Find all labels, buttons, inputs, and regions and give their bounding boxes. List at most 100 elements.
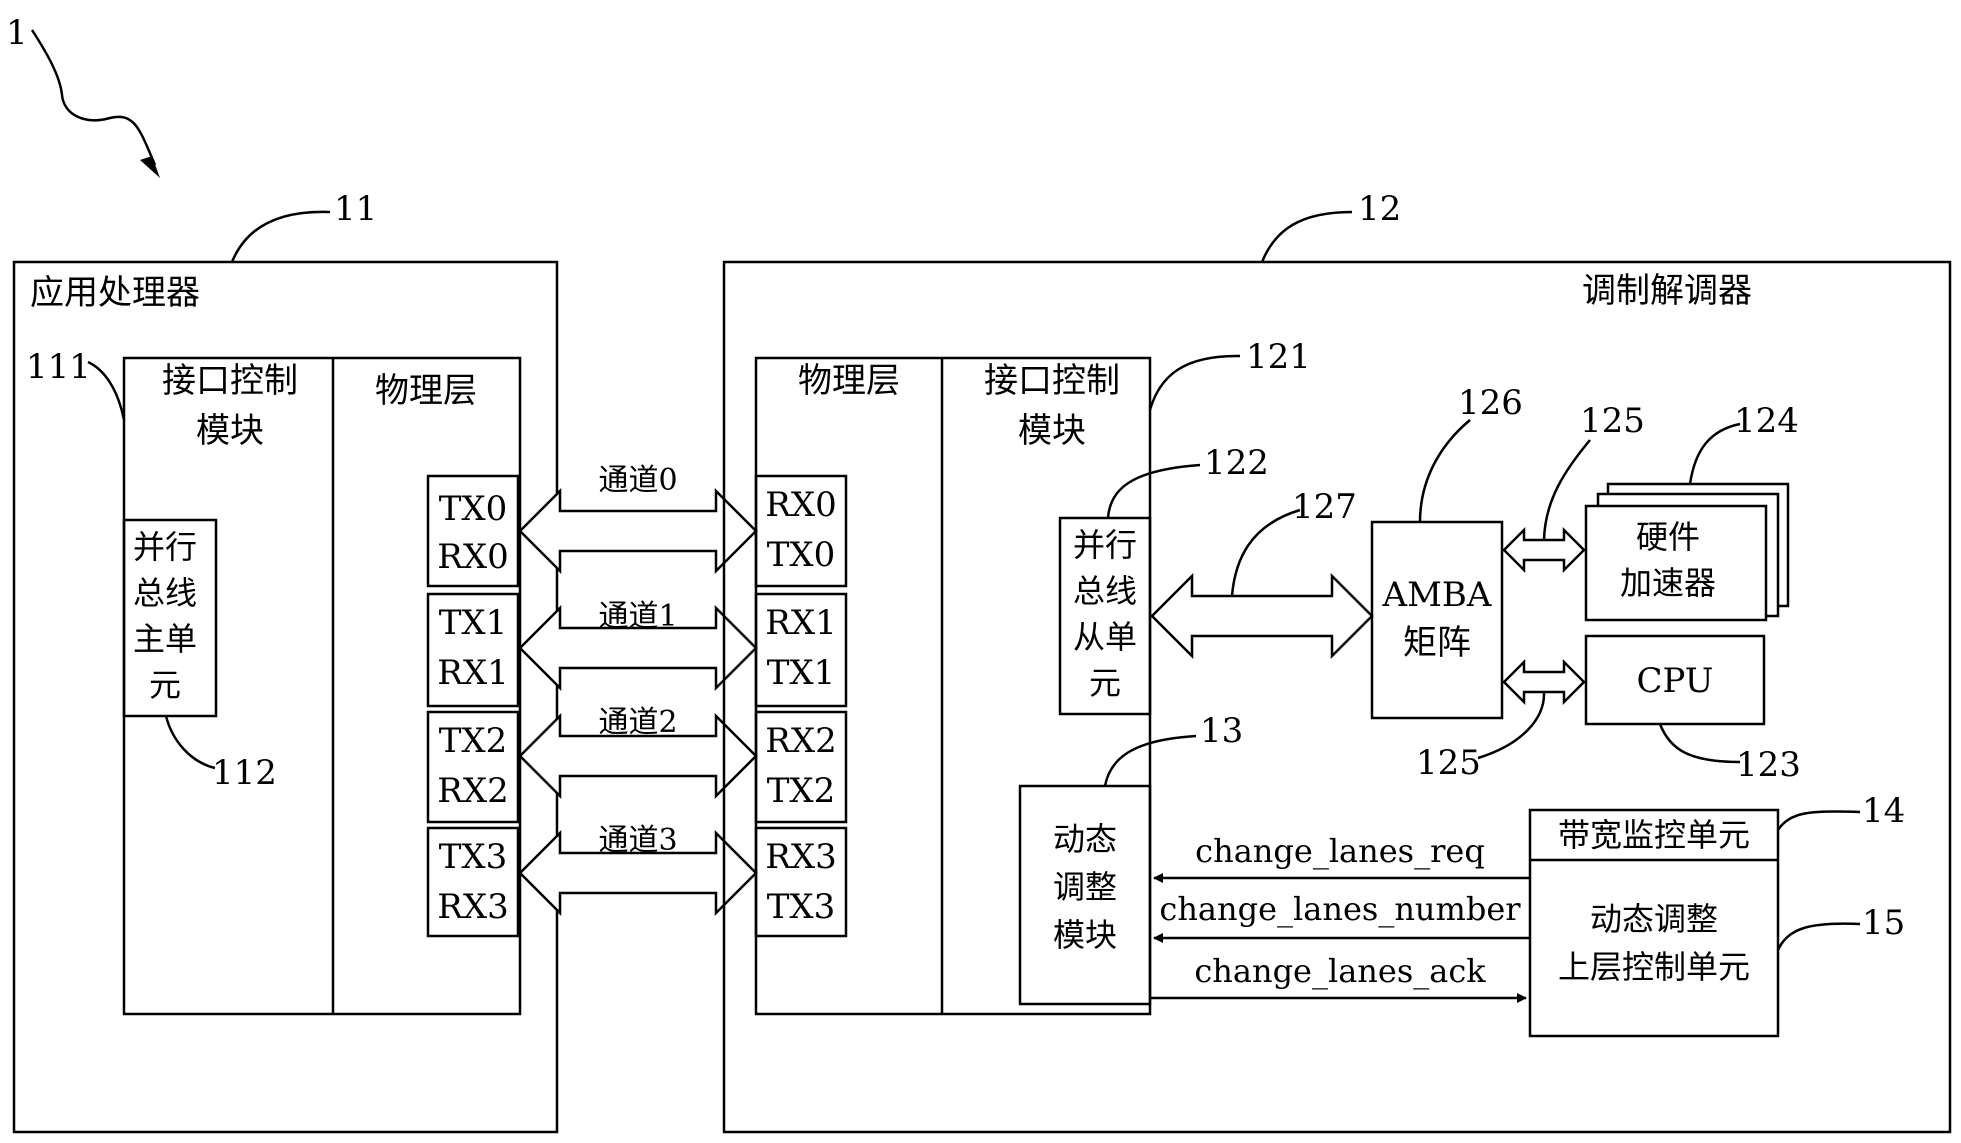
cpu-box [1584, 634, 1766, 726]
ap-interface-label-2: 模块 [196, 411, 264, 451]
amba-label-2: 矩阵 [1403, 623, 1471, 663]
ref-12-leader [1260, 210, 1353, 263]
master-label-4: 元 [149, 666, 181, 704]
signal-number-label: change_lanes_number [1159, 890, 1521, 928]
ref-1: 1 [6, 13, 28, 53]
app-processor-title: 应用处理器 [30, 273, 200, 313]
modem-port-1: RX1 TX1 [754, 592, 848, 708]
ap-port-2-rx: RX2 [437, 771, 508, 811]
upper-control-label-1: 动态调整 [1590, 900, 1718, 938]
ap-port-0-rx: RX0 [437, 537, 508, 577]
ap-port-2-tx: TX2 [439, 721, 508, 761]
ref-125-top-leader [1542, 439, 1591, 541]
ref-124: 124 [1734, 401, 1799, 441]
ref-127: 127 [1292, 487, 1357, 527]
ref-112: 112 [212, 753, 277, 793]
ref-111-leader [87, 360, 126, 421]
bus-125-bottom-arrow [1502, 658, 1586, 706]
ap-port-2: TX2 RX2 [426, 710, 520, 824]
parallel-bus-master-box [122, 518, 218, 718]
modem-port-2-rx: RX2 [765, 721, 836, 761]
app-processor-box [12, 260, 559, 1134]
ref-123: 123 [1736, 745, 1801, 785]
ap-port-0: TX0 RX0 [426, 474, 520, 588]
modem-port-0: RX0 TX0 [754, 474, 848, 588]
modem-port-3-rx: RX3 [765, 837, 836, 877]
ap-port-1-rx: RX1 [437, 653, 508, 693]
ref-14: 14 [1862, 791, 1905, 831]
amba-label-1: AMBA [1382, 575, 1492, 615]
modem-port-0-tx: TX0 [767, 535, 836, 575]
modem-box [722, 260, 1952, 1134]
modem-physical-layer-label: 物理层 [798, 361, 900, 401]
modem-interface-label-1: 接口控制 [984, 361, 1120, 401]
parallel-bus-slave-box [1058, 516, 1152, 716]
ap-interface-label-1: 接口控制 [162, 361, 298, 401]
ref-15-leader [1776, 922, 1861, 951]
ref-121: 121 [1246, 337, 1311, 377]
slave-label-3: 从单 [1073, 618, 1137, 656]
modem-title: 调制解调器 [1582, 271, 1752, 311]
ref-1-leader [30, 29, 157, 166]
ref-127-leader [1230, 508, 1301, 597]
signal-ack-label: change_lanes_ack [1194, 952, 1486, 990]
ap-physical-layer-label: 物理层 [375, 371, 477, 411]
bus-125-top-arrow [1502, 526, 1586, 574]
ref-14-leader [1776, 810, 1861, 831]
ref-126: 126 [1458, 383, 1523, 423]
ap-port-1-tx: TX1 [439, 603, 508, 643]
ref-125-top: 125 [1580, 401, 1645, 441]
master-label-3: 主单 [133, 620, 197, 658]
master-label-2: 总线 [133, 574, 197, 612]
bandwidth-monitor-label: 带宽监控单元 [1558, 816, 1750, 854]
ref-126-leader [1418, 419, 1471, 523]
ref-121-leader [1148, 354, 1241, 411]
dynamic-adjust-module-box [1018, 784, 1152, 1006]
channel-1-label: 通道1 [598, 599, 677, 634]
ref-112-leader [164, 715, 216, 770]
ap-port-1: TX1 RX1 [426, 592, 520, 708]
ref-111: 111 [26, 347, 91, 387]
ref-11: 11 [334, 189, 377, 229]
dam-label-3: 模块 [1053, 916, 1117, 954]
ref-125-bottom-leader [1477, 691, 1546, 760]
ref-122: 122 [1204, 443, 1269, 483]
hw-accel-box [1584, 504, 1768, 622]
channel-0-arrow [518, 487, 758, 575]
channel-3-label: 通道3 [598, 823, 677, 858]
bus-127-arrow [1150, 572, 1374, 660]
dam-label-1: 动态 [1053, 820, 1117, 858]
ap-port-3-rx: RX3 [437, 887, 508, 927]
ap-port-0-tx: TX0 [439, 489, 508, 529]
amba-matrix-box [1370, 520, 1504, 720]
hw-accel-label-1: 硬件 [1636, 518, 1700, 556]
signal-req-label: change_lanes_req [1195, 832, 1485, 870]
ref-122-leader [1106, 463, 1201, 519]
ref-11-leader [230, 210, 331, 263]
modem-interface-label-2: 模块 [1018, 411, 1086, 451]
ref-12: 12 [1358, 189, 1401, 229]
slave-label-4: 元 [1089, 664, 1121, 702]
master-label-1: 并行 [133, 528, 197, 566]
modem-port-1-rx: RX1 [765, 603, 836, 643]
ref-124-leader [1688, 422, 1741, 485]
hw-accel-label-2: 加速器 [1620, 564, 1716, 602]
slave-label-2: 总线 [1073, 572, 1137, 610]
ref-1-arrowhead [140, 156, 160, 178]
ap-port-3: TX3 RX3 [426, 826, 520, 938]
modem-port-2: RX2 TX2 [754, 710, 848, 824]
modem-port-0-rx: RX0 [765, 485, 836, 525]
dam-label-2: 调整 [1053, 868, 1117, 906]
slave-label-1: 并行 [1073, 526, 1137, 564]
cpu-label: CPU [1637, 661, 1714, 701]
modem-port-3-tx: TX3 [767, 887, 836, 927]
modem-port-3: RX3 TX3 [754, 826, 848, 938]
channel-0-label: 通道0 [598, 463, 677, 498]
modem-port-2-tx: TX2 [767, 771, 836, 811]
ref-123-leader [1658, 723, 1741, 764]
ref-13-leader [1103, 734, 1197, 787]
upper-control-label-2: 上层控制单元 [1558, 948, 1750, 986]
upper-control-unit-box [1528, 808, 1780, 1038]
channel-2-label: 通道2 [598, 705, 677, 740]
